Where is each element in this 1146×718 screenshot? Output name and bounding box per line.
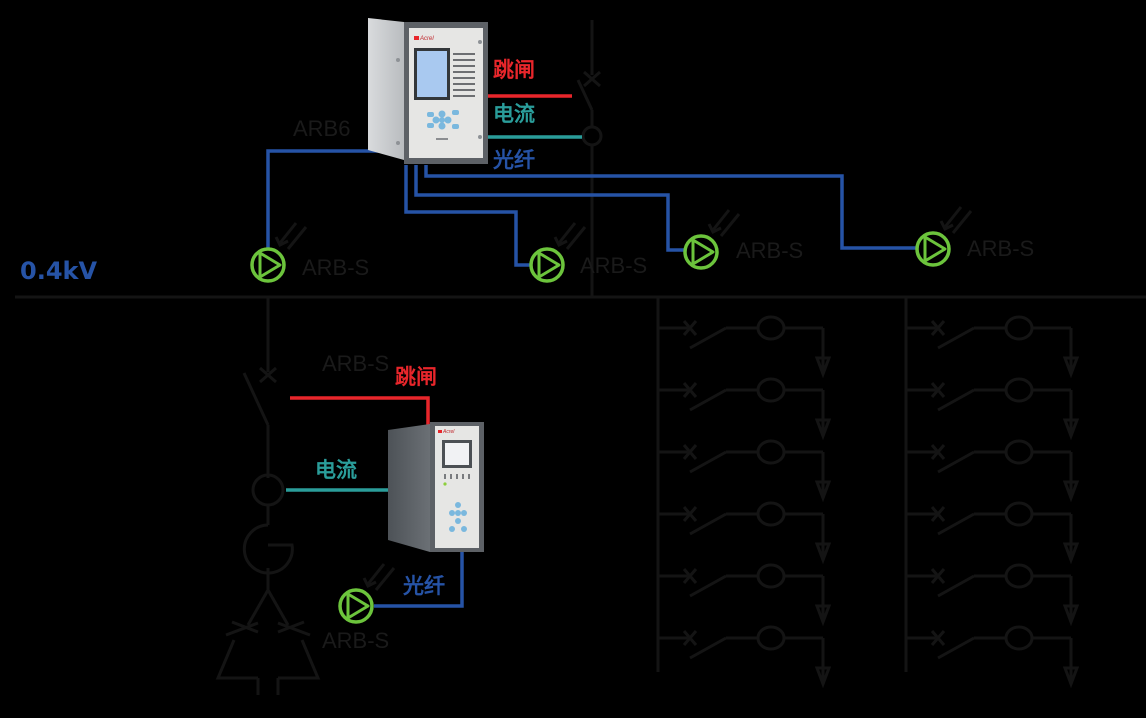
arc-flash-sensor-icon[interactable] — [915, 206, 973, 267]
sensor-label: ARB-S — [736, 238, 804, 263]
sensor-label: ARB-S — [322, 628, 390, 653]
sub-fiber-label: 光纤 — [403, 574, 445, 598]
feeder-circuit — [906, 625, 1080, 689]
svg-text:Acrel: Acrel — [419, 36, 434, 42]
arc-flash-sensor-icon[interactable] — [250, 222, 308, 283]
feeder-circuit — [658, 625, 832, 689]
arc-flash-sensor-icon[interactable] — [338, 563, 396, 624]
main-current-label: 电流 — [493, 102, 535, 126]
feeder-circuit — [658, 377, 832, 441]
sub-feeder — [215, 297, 321, 695]
fiber-wire-sub — [374, 550, 464, 608]
sensor-label: ARB-S — [580, 253, 648, 278]
sensor-label: ARB-S — [967, 236, 1035, 261]
led-indicators — [443, 474, 470, 486]
sensor-label: ARB-S — [302, 255, 370, 280]
feeder-circuit — [906, 501, 1080, 565]
light-arrows-icon — [939, 206, 973, 234]
sub-unit-top-label: ARB-S — [322, 351, 390, 376]
feeder-group — [656, 297, 832, 689]
main-protection-unit[interactable]: Acrel — [368, 18, 488, 164]
feeder-circuit — [906, 377, 1080, 441]
feeder-circuit — [658, 563, 832, 627]
main-unit-wiring — [266, 94, 916, 267]
light-arrows-icon — [362, 563, 396, 591]
light-arrows-icon — [274, 222, 308, 250]
brand-logo: Acrel — [438, 429, 455, 435]
keypad[interactable] — [449, 502, 467, 532]
arc-flash-sensor-icon[interactable] — [683, 209, 741, 270]
feeder-circuit — [906, 315, 1080, 379]
main-unit-model-label: ARB6 — [293, 116, 351, 141]
sub-protection-unit[interactable]: Acrel — [388, 422, 484, 552]
fiber-wire-2 — [414, 165, 684, 252]
light-arrows-icon — [707, 209, 741, 237]
brand-logo: Acrel — [414, 36, 434, 42]
feeder-circuit — [658, 439, 832, 503]
feeder-circuit — [658, 315, 832, 379]
sub-trip-label: 跳闸 — [395, 365, 437, 389]
svg-text:Acrel: Acrel — [442, 429, 455, 435]
feeder-circuit — [658, 501, 832, 565]
bus-voltage-label: 0.4kV — [20, 257, 98, 285]
main-trip-label: 跳闸 — [493, 58, 535, 82]
feeder-group — [904, 297, 1080, 689]
feeder-circuit — [906, 563, 1080, 627]
fiber-wire-1 — [404, 165, 530, 267]
trip-wire-sub — [290, 396, 430, 425]
led-indicators — [453, 53, 475, 97]
sub-current-label: 电流 — [315, 458, 357, 482]
main-fiber-label: 光纤 — [493, 148, 535, 172]
light-arrows-icon — [553, 222, 587, 250]
sub-unit-wiring — [286, 396, 464, 608]
feeder-circuit — [906, 439, 1080, 503]
arc-flash-sensor-icon[interactable] — [529, 222, 587, 283]
incoming-feeder — [576, 20, 603, 297]
fiber-wire-3 — [424, 165, 916, 250]
fiber-wire-left — [266, 149, 392, 262]
keypad[interactable] — [427, 110, 459, 130]
